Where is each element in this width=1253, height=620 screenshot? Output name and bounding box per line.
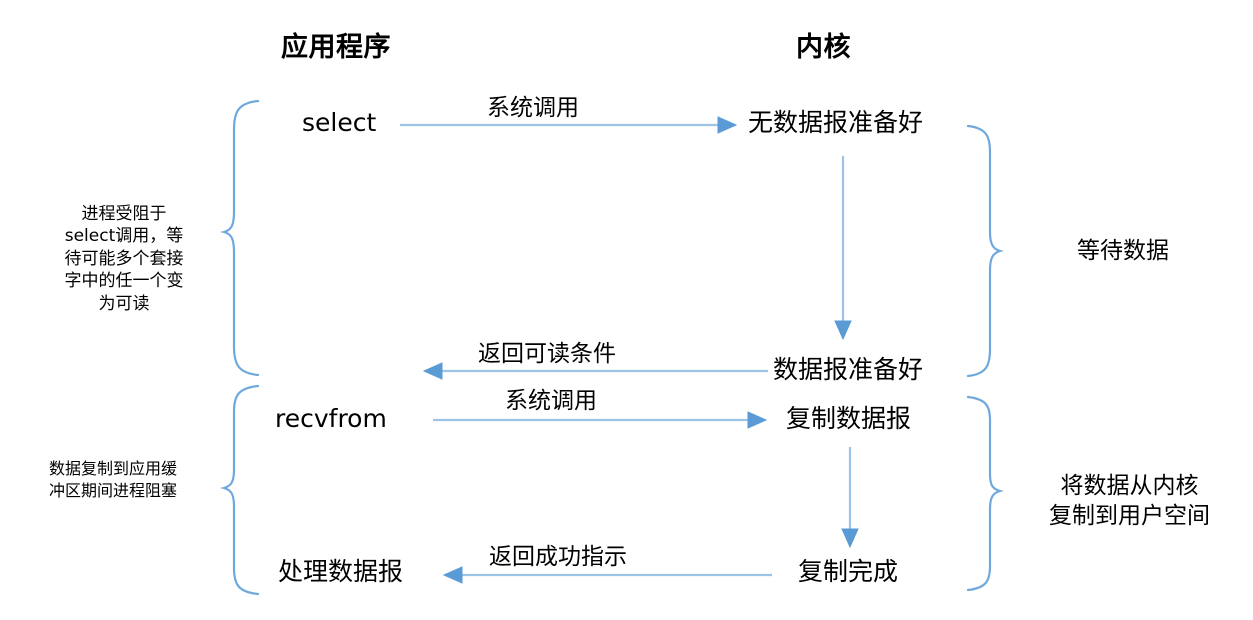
note-right-bottom: 将数据从内核 复制到用户空间: [1049, 473, 1210, 530]
brace-left-bottom: [220, 384, 260, 596]
column-title-application: 应用程序: [281, 32, 391, 63]
brace-right-top: [966, 124, 1004, 378]
arrow-label-syscall-top: 系统调用: [487, 95, 579, 121]
brace-right-bottom: [966, 395, 1004, 592]
column-title-kernel: 内核: [796, 32, 851, 63]
kernel-node-copy-datagram: 复制数据报: [786, 404, 912, 433]
kernel-node-datagram-ready: 数据报准备好: [773, 355, 924, 384]
app-node-process-datagram: 处理数据报: [278, 557, 404, 586]
arrow-label-syscall-bottom: 系统调用: [505, 388, 597, 414]
note-left-top: 进程受阻于 select调用，等 待可能多个套接 字中的任一个变 为可读: [64, 204, 184, 314]
kernel-node-copy-complete: 复制完成: [798, 557, 899, 586]
app-node-select: select: [302, 108, 377, 137]
note-right-top: 等待数据: [1077, 238, 1169, 264]
kernel-node-no-datagram-ready: 无数据报准备好: [748, 108, 924, 137]
brace-left-top: [220, 99, 260, 377]
arrow-label-return-success: 返回成功指示: [489, 544, 627, 570]
note-left-bottom: 数据复制到应用缓 冲区期间进程阻塞: [48, 459, 177, 500]
app-node-recvfrom: recvfrom: [275, 404, 387, 433]
arrow-label-return-readable: 返回可读条件: [478, 341, 616, 367]
